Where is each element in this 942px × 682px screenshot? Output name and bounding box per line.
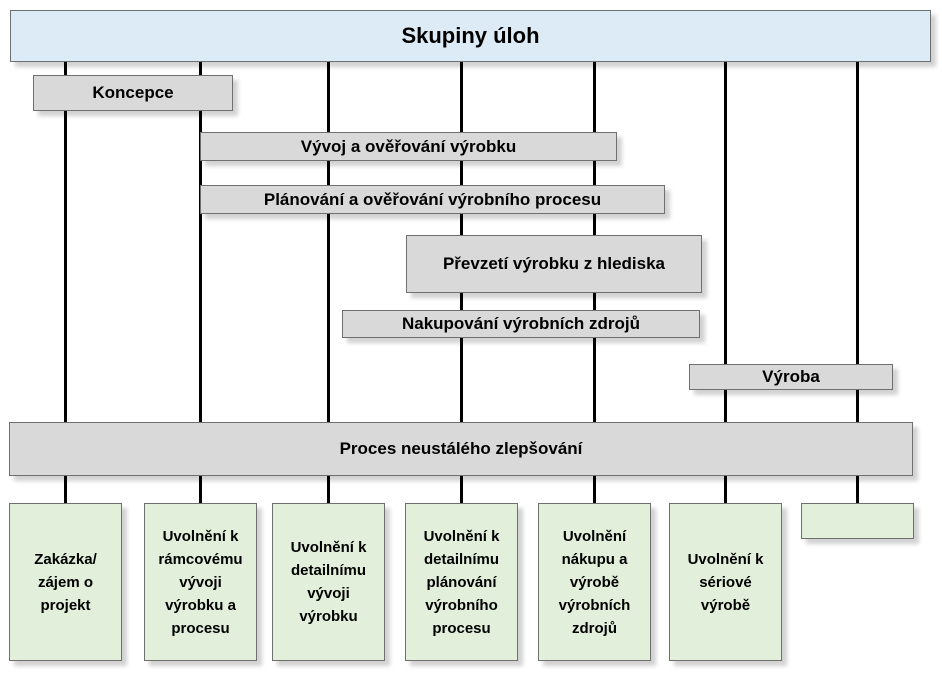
milestone-line-2 [199, 62, 202, 504]
task-bar-process-planning: Plánování a ověřování výrobního procesu [200, 185, 665, 214]
milestone-release-detail-product-dev: Uvolnění k detailnímu vývoji výrobku [272, 503, 385, 661]
task-bar-resource-purchasing: Nakupování výrobních zdrojů [342, 310, 700, 338]
milestone-release-framework-dev: Uvolnění k rámcovému vývoji výrobku a pr… [144, 503, 257, 661]
task-groups-header: Skupiny úloh [10, 10, 931, 62]
milestone-release-serial-production: Uvolnění k sériové výrobě [669, 503, 782, 661]
milestone-label: Uvolnění k detailnímu vývoji výrobku [290, 539, 367, 625]
milestone-label: Zakázka/ zájem o projekt [34, 550, 97, 614]
task-bar-product-development: Vývoj a ověřování výrobku [200, 132, 617, 161]
milestone-label: Uvolnění k detailnímu plánování výrobníh… [423, 527, 500, 637]
task-bar-production: Výroba [689, 364, 893, 390]
milestone-line-7 [856, 62, 859, 504]
milestone-empty [801, 503, 914, 539]
task-bar-concept: Koncepce [33, 75, 233, 111]
milestone-label: Uvolnění k rámcovému vývoji výrobku a pr… [158, 527, 243, 637]
task-bar-label: Výroba [762, 367, 820, 386]
milestone-order: Zakázka/ zájem o projekt [9, 503, 122, 661]
task-bar-label: Nakupování výrobních zdrojů [401, 314, 641, 333]
milestone-line-3 [327, 62, 330, 504]
milestone-release-detail-process-planning: Uvolnění k detailnímu plánování výrobníh… [405, 503, 518, 661]
improvement-label: Proces neustálého zlepšování [339, 439, 583, 458]
task-bar-label: Převzetí výrobku z hlediska [442, 254, 666, 273]
task-bar-label: Plánování a ověřování výrobního procesu [263, 189, 602, 209]
task-bar-label: Koncepce [92, 83, 174, 102]
milestone-line-6 [724, 62, 727, 504]
continuous-improvement-bar: Proces neustálého zlepšování [9, 422, 913, 476]
header-title: Skupiny úloh [401, 23, 540, 48]
milestone-release-resource-purchasing: Uvolnění nákupu a výrobě výrobních zdroj… [538, 503, 651, 661]
milestone-label: Uvolnění k sériové výrobě [687, 550, 764, 614]
task-bar-label: Vývoj a ověřování výrobku [300, 136, 517, 156]
milestone-label: Uvolnění nákupu a výrobě výrobních zdroj… [558, 527, 631, 637]
task-bar-product-takeover: Převzetí výrobku z hlediska [406, 235, 702, 293]
milestone-line-1 [64, 62, 67, 504]
